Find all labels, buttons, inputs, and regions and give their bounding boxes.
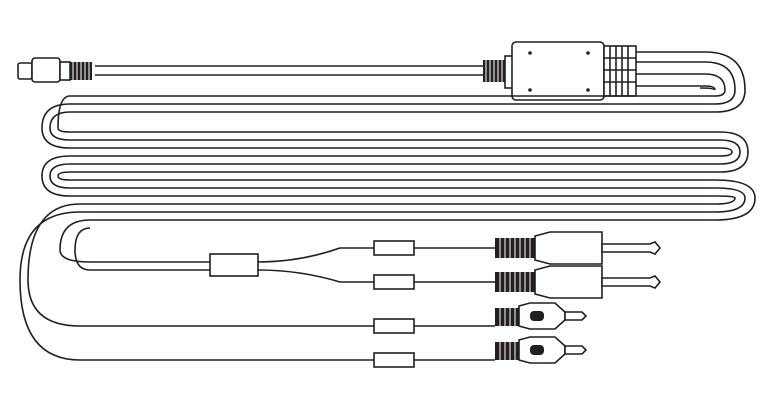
coiled-cables [19, 51, 756, 361]
box-strain-relief [483, 60, 505, 82]
rca-plug-1 [495, 302, 588, 330]
splitter-box [504, 41, 637, 101]
phone-plug-1 [495, 231, 662, 265]
mini-din-connector [17, 57, 92, 83]
main-cable [95, 65, 485, 76]
ferrite-cores [209, 240, 415, 368]
rca-plug-2 [495, 336, 588, 364]
phone-plug-2 [495, 265, 662, 299]
